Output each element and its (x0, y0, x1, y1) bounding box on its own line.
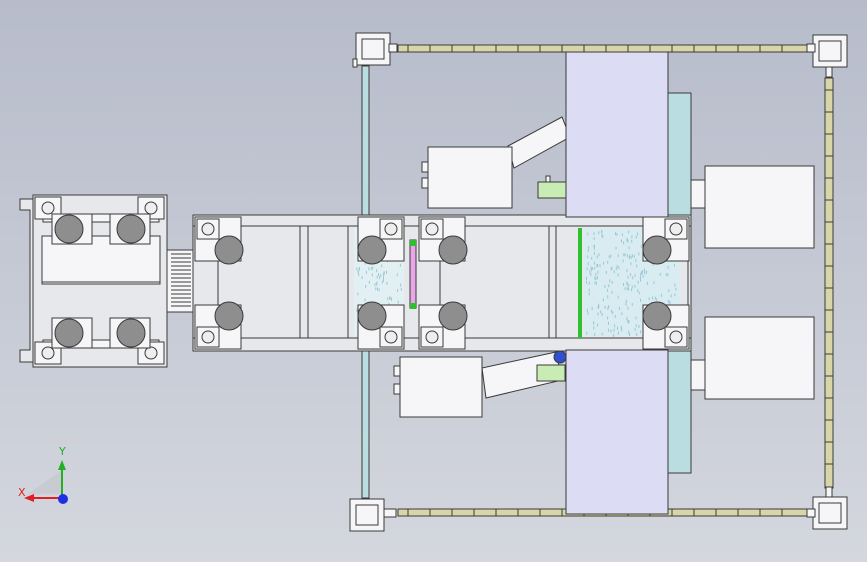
roller-clamp (194, 216, 244, 265)
wheel-icon (116, 214, 146, 244)
caster-wheel-icon (425, 330, 439, 344)
x-axis-arrow-icon (24, 494, 34, 502)
caster-wheel-icon (41, 201, 55, 215)
left-post-upper (361, 65, 370, 217)
corner-motor-bottom-left (349, 498, 397, 532)
top-rail (397, 44, 809, 53)
wheel-icon (116, 318, 146, 348)
upper-inspection-module[interactable] (421, 51, 815, 249)
corner-motor-top-right (806, 34, 848, 78)
wheel-icon (214, 301, 244, 331)
upper-panel (565, 51, 669, 218)
bellows-connector (166, 249, 196, 313)
lower-inspection-module[interactable] (393, 316, 815, 515)
left-post-lower (361, 349, 370, 499)
upper-right-box (704, 165, 815, 249)
right-rail (824, 77, 834, 489)
main-conveyor[interactable] (192, 214, 692, 352)
wheel-icon (642, 301, 672, 331)
upper-arm (507, 116, 571, 169)
wheel-icon (54, 214, 84, 244)
lower-sensor-box (399, 356, 483, 418)
wheel-icon (438, 301, 468, 331)
wheel-icon (438, 235, 468, 265)
lower-green-bracket (536, 364, 566, 382)
lower-right-box (704, 316, 815, 400)
roller-clamp (418, 216, 468, 265)
wheel-icon (642, 235, 672, 265)
caster-wheel-icon (144, 346, 158, 360)
y-axis-arrow-icon (58, 460, 66, 470)
roller-clamp (418, 301, 468, 350)
corner-motor-top-left (352, 32, 398, 68)
wheel-icon (214, 235, 244, 265)
caster-wheel-icon (384, 222, 398, 236)
roller-clamp (642, 216, 690, 265)
caster-wheel-icon (669, 330, 683, 344)
caster-wheel-icon (425, 222, 439, 236)
magenta-divider (409, 239, 417, 309)
wheel-icon (54, 318, 84, 348)
wheel-icon (357, 235, 387, 265)
roller-clamp (194, 301, 244, 350)
caster-wheel-icon (41, 346, 55, 360)
left-cart-module[interactable] (19, 194, 168, 368)
roller-clamp (357, 216, 405, 265)
x-axis-label: X (18, 486, 26, 499)
upper-sensor-box (427, 146, 513, 209)
caster-wheel-icon (384, 330, 398, 344)
caster-wheel-icon (669, 222, 683, 236)
z-axis-dot-icon (58, 494, 68, 504)
wheel-icon (357, 301, 387, 331)
blue-sensor-icon (553, 350, 567, 364)
y-axis-label: Y (58, 445, 66, 458)
roller-clamp (642, 301, 690, 350)
axis-triad: X Y (18, 445, 68, 504)
caster-wheel-icon (201, 222, 215, 236)
caster-wheel-icon (201, 330, 215, 344)
corner-motor-bottom-right (806, 486, 848, 530)
caster-wheel-icon (144, 201, 158, 215)
upper-green-bracket (537, 181, 567, 199)
roller-clamp (357, 301, 405, 350)
lower-panel (565, 349, 669, 515)
